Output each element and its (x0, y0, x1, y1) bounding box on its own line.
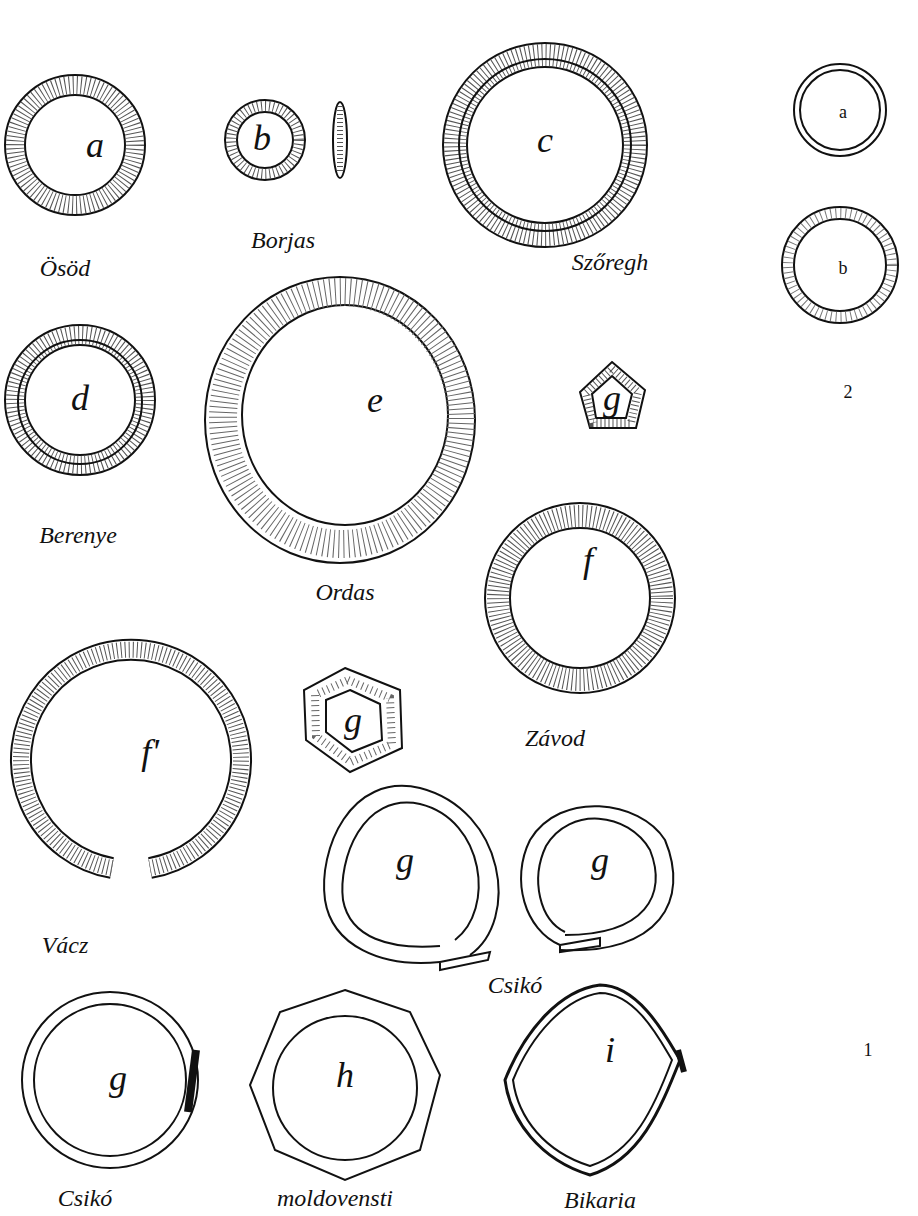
ring-letter: e (367, 382, 383, 418)
site-name: moldovensti (277, 1186, 393, 1210)
ring-letter: g (109, 1060, 127, 1096)
site-name: Csikó (488, 973, 543, 997)
site-name: Borjas (251, 228, 315, 252)
site-name: Szőregh (572, 250, 648, 274)
ring-letter: b (253, 120, 271, 156)
site-name: Ösöd (40, 256, 91, 280)
ring-letter: a (86, 127, 104, 163)
ring-letter: g (603, 380, 621, 416)
ring-letter: a (839, 103, 847, 121)
site-name: Ordas (315, 580, 374, 604)
ring-letter: f' (141, 734, 159, 770)
site-name: Závod (525, 726, 585, 750)
ring-letter: g (591, 842, 609, 878)
ring-letter: h (336, 1057, 354, 1093)
ring-letter: c (537, 122, 553, 158)
figure-number: 2 (844, 383, 853, 401)
site-name: Berenye (39, 523, 117, 547)
ring-letter: g (344, 702, 362, 738)
ring-letter: g (396, 842, 414, 878)
ring-letter: d (71, 380, 89, 416)
ring-letter: f (583, 542, 593, 578)
site-name: Bikaria (564, 1188, 636, 1212)
figure-number: 1 (864, 1041, 873, 1059)
ring-letter: b (839, 259, 848, 277)
ring-letter: i (605, 1032, 615, 1068)
site-name: Vácz (42, 933, 89, 957)
site-name: Csikó (58, 1186, 113, 1210)
